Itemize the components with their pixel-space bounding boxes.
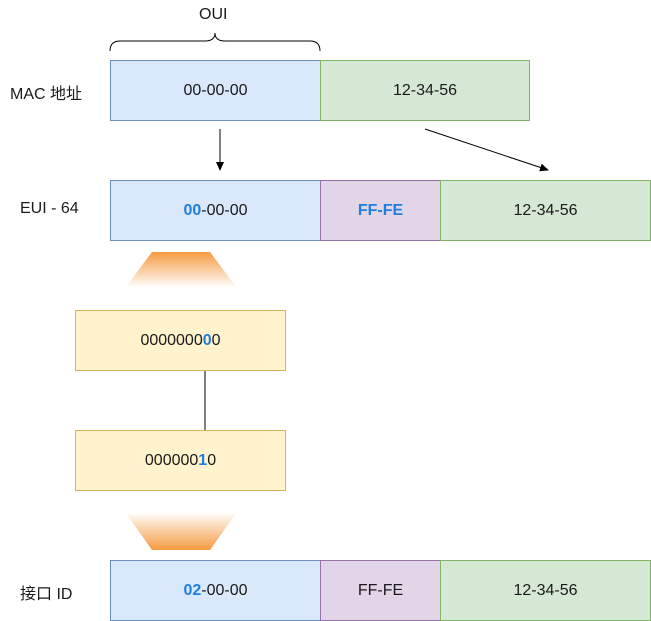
expand-funnel xyxy=(125,252,237,288)
eui64-nic-text: 12-34-56 xyxy=(513,201,578,219)
eui64-nic-segment: 12-34-56 xyxy=(440,180,651,241)
iface-oui-rest: -00-00 xyxy=(201,581,248,599)
mac-nic-segment: 12-34-56 xyxy=(320,60,530,121)
iface-fffe-text: FF-FE xyxy=(357,581,404,599)
bits-after-suffix: 0 xyxy=(207,451,217,469)
oui-label: OUI xyxy=(199,6,228,23)
interface-id-label: 接口 ID xyxy=(20,586,73,603)
iface-first-byte: 02 xyxy=(183,581,202,599)
eui64-fffe-text: FF-FE xyxy=(357,201,404,219)
eui64-oui-segment: 00-00-00 xyxy=(110,180,321,241)
iface-nic-segment: 12-34-56 xyxy=(440,560,651,621)
bits-after-u-l-bit: 1 xyxy=(198,451,208,469)
iface-fffe-segment: FF-FE xyxy=(320,560,441,621)
mac-oui-segment: 00-00-00 xyxy=(110,60,321,121)
mac-oui-text: 00-00-00 xyxy=(183,81,248,99)
eui64-label: EUI - 64 xyxy=(20,200,79,217)
bits-before-u-l-bit: 0 xyxy=(202,331,212,349)
bits-before-prefix: 0000000 xyxy=(140,331,203,349)
eui64-first-byte: 00 xyxy=(183,201,202,219)
first-byte-bits-after: 00000010 xyxy=(75,430,286,491)
iface-oui-segment: 02-00-00 xyxy=(110,560,321,621)
eui64-fffe-segment: FF-FE xyxy=(320,180,441,241)
eui64-oui-rest: -00-00 xyxy=(201,201,248,219)
mac-nic-text: 12-34-56 xyxy=(392,81,458,99)
arrow-nic-shift xyxy=(424,128,549,172)
bits-after-prefix: 000000 xyxy=(144,451,199,469)
oui-brace xyxy=(109,32,321,52)
first-byte-bits-before: 000000000 xyxy=(75,310,286,371)
mac-address-label: MAC 地址 xyxy=(10,86,83,103)
collapse-funnel xyxy=(125,512,237,550)
bits-before-suffix: 0 xyxy=(211,331,221,349)
iface-nic-text: 12-34-56 xyxy=(513,581,578,599)
